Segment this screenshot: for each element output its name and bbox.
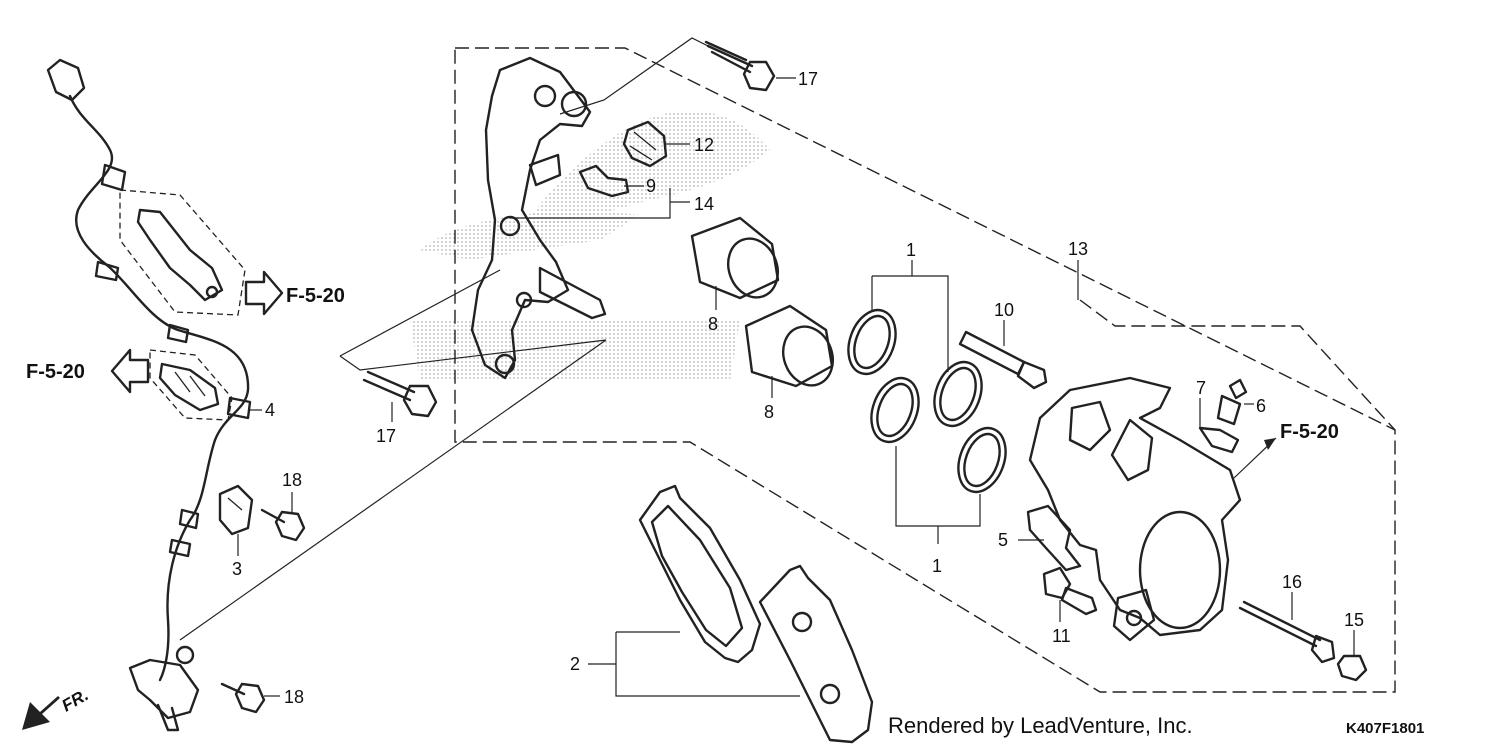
callout-labels: 17 12 9 14 1 13 8 10 8 7 6 4 17 18 5 1 3… <box>232 69 1364 707</box>
callout-18-bottom: 18 <box>284 687 304 707</box>
sensor-tip <box>156 703 180 732</box>
hanger-pin <box>1238 600 1336 664</box>
caliper-body <box>1028 376 1242 642</box>
bolt-18-upper <box>260 508 306 542</box>
callout-8-bottom: 8 <box>764 402 774 422</box>
sensor-wire <box>68 94 250 682</box>
wheel-speed-sensor <box>46 58 252 732</box>
callout-16: 16 <box>1282 572 1302 592</box>
sensor-connector <box>46 58 86 102</box>
wire-clip-4 <box>178 508 200 530</box>
leader-lines <box>179 37 1355 697</box>
piston-upper <box>690 216 780 300</box>
ref-label-clamp: F-5-20 <box>26 361 85 383</box>
callout-12: 12 <box>694 135 714 155</box>
pin-plug <box>1336 654 1368 682</box>
sensor-mount-hole <box>175 645 195 665</box>
sensor-wire-bracket <box>136 208 224 302</box>
wire-grommet <box>100 163 127 192</box>
pad-spring-clip <box>578 164 630 198</box>
wire-clip-part-3 <box>218 484 254 536</box>
slide-pin <box>958 330 1048 390</box>
callout-3: 3 <box>232 559 242 579</box>
bolt-18-lower <box>220 682 266 714</box>
callout-10: 10 <box>994 300 1014 320</box>
callout-14: 14 <box>694 194 714 214</box>
ref-arrow-right-icon <box>244 270 284 316</box>
brand-watermark <box>410 110 770 380</box>
caliper-assembly-outline <box>1079 299 1396 431</box>
callout-4: 4 <box>265 400 275 420</box>
callout-1-top: 1 <box>906 240 916 260</box>
wire-clip-5 <box>168 538 192 558</box>
callout-18-mid: 18 <box>282 470 302 490</box>
caliper-bracket <box>470 56 607 380</box>
callout-1-bottom: 1 <box>932 556 942 576</box>
callout-9: 9 <box>646 176 656 196</box>
brake-pad-outer <box>758 564 874 744</box>
bolt-17-lower <box>362 370 438 418</box>
callout-11: 11 <box>1052 626 1071 646</box>
callout-6: 6 <box>1256 396 1266 416</box>
pad-pin <box>1042 566 1098 616</box>
figure-code: K407F1801 <box>1346 720 1424 737</box>
brake-pad-inner <box>638 484 762 664</box>
ref-label-bracket: F-5-20 <box>286 285 345 307</box>
ref-label-caliper: F-5-20 <box>1280 421 1339 443</box>
render-credit: Rendered by LeadVenture, Inc. <box>888 713 1193 738</box>
callout-17-top: 17 <box>798 69 818 89</box>
bracket-assembly-outline <box>454 47 1396 693</box>
callout-13: 13 <box>1068 239 1088 259</box>
callout-15: 15 <box>1344 610 1364 630</box>
callout-8-top: 8 <box>708 314 718 334</box>
callout-17-mid: 17 <box>376 426 396 446</box>
pin-boot <box>622 120 668 168</box>
callout-2: 2 <box>570 654 580 674</box>
clamp-box <box>149 349 233 421</box>
bleeder-valve <box>1198 378 1248 454</box>
piston-lower <box>744 304 834 388</box>
wire-clip-3 <box>226 396 252 420</box>
bolt-17-upper <box>704 40 776 92</box>
front-indicator-label: FR. <box>59 685 92 715</box>
ref-arrow-caliper-icon <box>1233 437 1277 479</box>
wire-clip <box>94 260 120 282</box>
piston-seals <box>847 308 1007 494</box>
front-arrow-icon <box>22 696 60 730</box>
sensor-bracket-box <box>119 189 246 316</box>
sensor-head <box>128 658 200 720</box>
callout-5: 5 <box>998 530 1008 550</box>
wire-clamp <box>158 362 220 412</box>
wire-clip-2 <box>166 323 190 344</box>
callout-7: 7 <box>1196 378 1206 398</box>
pad-spring <box>1026 504 1082 572</box>
ref-arrow-left-icon <box>110 348 150 394</box>
